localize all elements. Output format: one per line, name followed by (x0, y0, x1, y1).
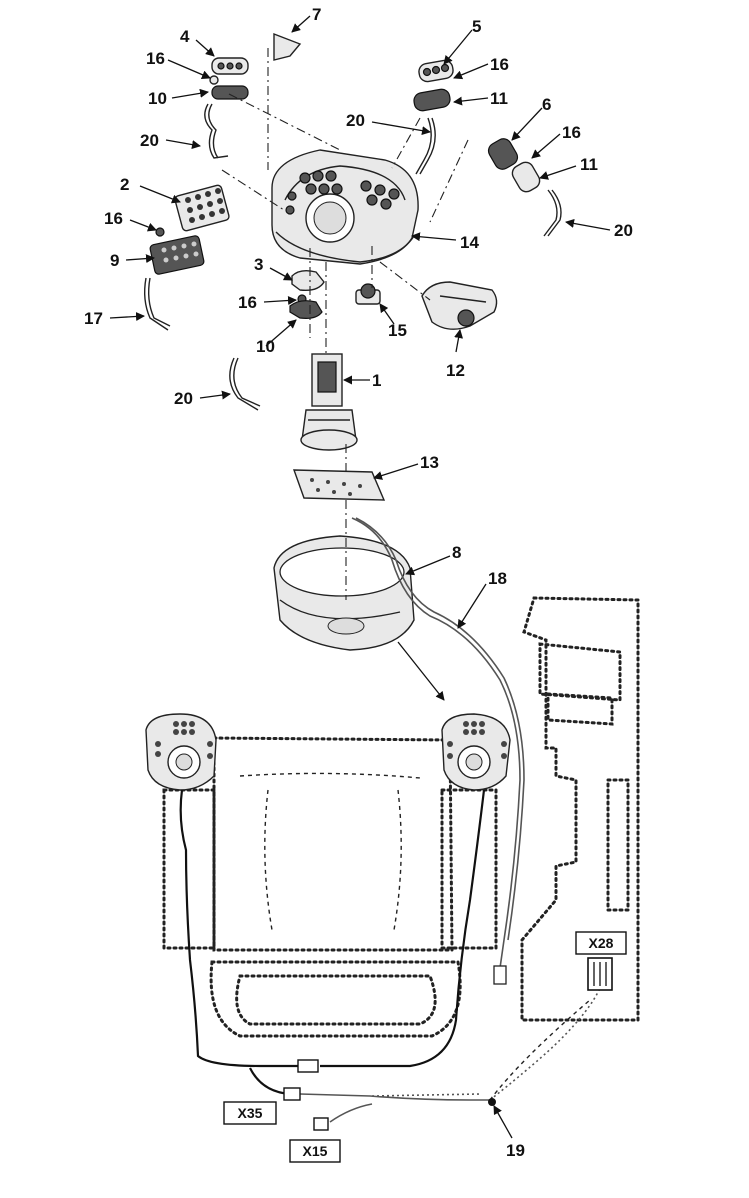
console-housing (271, 149, 419, 265)
callout-8: 8 (452, 543, 461, 562)
part-3-keypad (291, 269, 325, 292)
pigtail-harness-20-upper-left (204, 103, 229, 159)
part-10-keypad-board-a (211, 85, 249, 100)
callout-16-a: 16 (146, 49, 165, 68)
pigtail-harness-20-upper-right (415, 117, 436, 175)
callout-16-b: 16 (490, 55, 509, 74)
part-4-keypad (211, 57, 249, 75)
callout-20-d: 20 (174, 389, 193, 408)
callout-14: 14 (460, 233, 479, 252)
part-12-roller-switch (421, 281, 498, 330)
callout-2: 2 (120, 175, 129, 194)
part-11-keypad-board-b (511, 161, 541, 193)
connector-x15-label: X15 (289, 1139, 341, 1163)
housing-button-grid (285, 170, 400, 215)
callout-11-b: 11 (580, 155, 598, 174)
connector-x35-text: X35 (238, 1105, 263, 1121)
leader-lines (109, 15, 611, 1139)
left-armrest-console (145, 713, 217, 791)
operator-seat-outline (162, 736, 498, 1038)
part-6-keypad (487, 138, 519, 170)
assembly-center-lines (221, 48, 469, 600)
callout-9: 9 (110, 251, 119, 270)
callout-4: 4 (180, 27, 190, 46)
part-13-circuit-board (292, 469, 386, 501)
callout-17: 17 (84, 309, 103, 328)
callout-10-b: 10 (256, 337, 275, 356)
callout-1: 1 (372, 371, 381, 390)
callout-11-a: 11 (490, 89, 508, 108)
part-9-keypad-board (149, 235, 205, 275)
callout-13: 13 (420, 453, 439, 472)
harness-18 (351, 517, 525, 985)
callout-18: 18 (488, 569, 507, 588)
callout-6: 6 (542, 95, 551, 114)
connector-x28-label: X28 (575, 931, 627, 955)
connector-x28-text: X28 (589, 935, 614, 951)
part-2-keypad (174, 184, 230, 232)
callout-16-e: 16 (238, 293, 257, 312)
part-11-keypad-board-a (413, 88, 451, 112)
callout-10-a: 10 (148, 89, 167, 108)
connector-x35-label: X35 (223, 1101, 277, 1125)
callout-12: 12 (446, 361, 465, 380)
callout-16-d: 16 (104, 209, 123, 228)
part-1-joystick-module (300, 353, 358, 451)
part-10-keypad-board-b (289, 300, 323, 319)
callout-20-c: 20 (614, 221, 633, 240)
callout-labels: 4 16 10 20 7 5 16 11 20 6 16 11 20 2 16 … (84, 5, 633, 1160)
part-5-keypad (418, 59, 454, 83)
callout-5: 5 (472, 17, 481, 36)
mounting-direction-arrow (397, 641, 445, 701)
callout-20-b: 20 (346, 111, 365, 130)
harness-19 (179, 789, 613, 1131)
right-armrest-console (441, 713, 511, 791)
callout-20-a: 20 (140, 131, 159, 150)
part-8-base-housing (273, 535, 415, 651)
connector-x15-text: X15 (303, 1143, 328, 1159)
callout-16-c: 16 (562, 123, 581, 142)
part-16-small-ring-b (155, 227, 165, 237)
part-15-joystick-knob (355, 283, 381, 305)
callout-3: 3 (254, 255, 263, 274)
callout-7: 7 (312, 5, 321, 24)
part-16-small-ring-a (209, 75, 219, 85)
callout-15: 15 (388, 321, 407, 340)
part-7-clip (273, 32, 302, 61)
pigtail-harness-17 (143, 277, 171, 331)
pigtail-harness-20-lower (229, 357, 261, 411)
callout-19: 19 (506, 1141, 525, 1160)
cab-dash-outline (520, 596, 640, 1022)
pigtail-harness-20-right (543, 189, 562, 237)
